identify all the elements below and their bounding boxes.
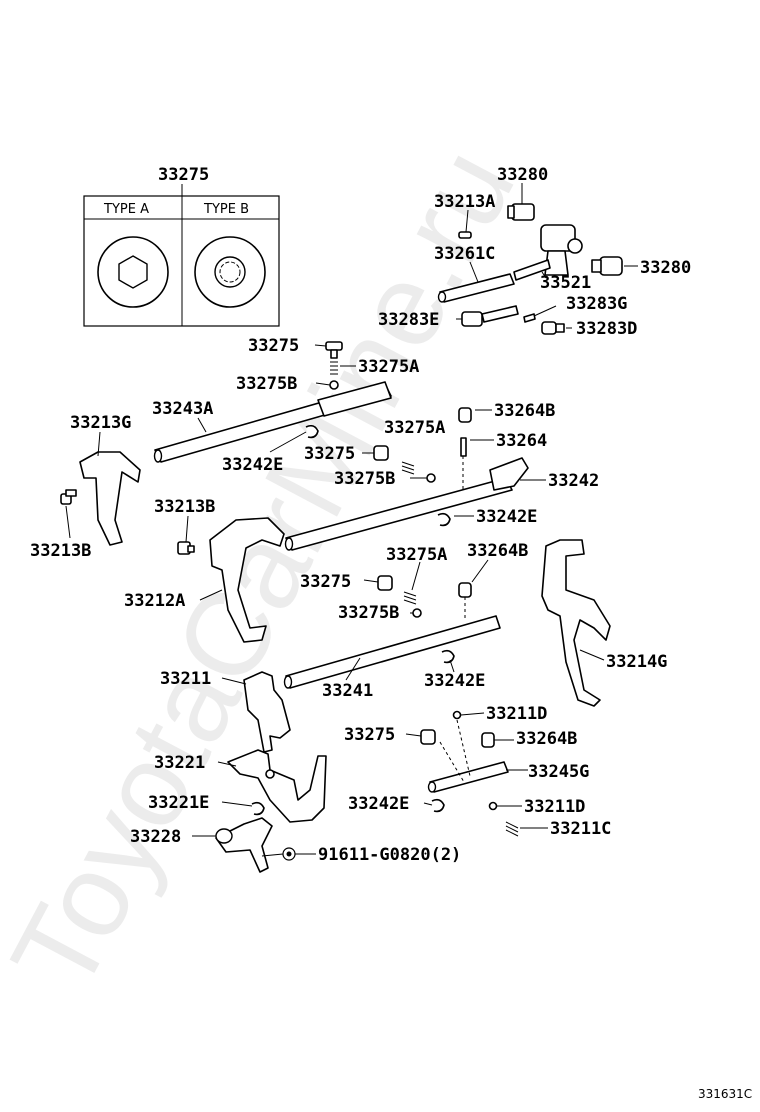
type-comparison-box: 33275 TYPE A TYPE B: [83, 165, 280, 327]
label-33264: 33264: [496, 431, 547, 451]
fork-33213G: [79, 451, 141, 546]
leader-lines: [65, 183, 638, 857]
snap-ring-33242E-low: [441, 649, 455, 664]
spring-33275A-mid: [401, 461, 415, 475]
type-box-part-number: 33275: [158, 165, 209, 185]
spring-33275A-top: [330, 361, 338, 375]
label-33243A: 33243A: [152, 399, 213, 419]
plug-33280-right: [591, 256, 623, 276]
bolt-33275-bottom: [420, 729, 436, 745]
label-33275B-mid: 33275B: [334, 469, 395, 489]
plug-33280-top: [507, 203, 535, 221]
spring-33275A-low: [403, 591, 417, 605]
label-33275A-mid: 33275A: [384, 418, 445, 438]
label-91611-G0820: 91611-G0820(2): [318, 845, 461, 865]
label-33275A-top: 33275A: [358, 357, 419, 377]
part-labels: 33280 33213A 33261C 33280 33521 33283G 3…: [30, 165, 691, 865]
label-33242E-mid: 33242E: [476, 507, 537, 527]
label-33275-top: 33275: [248, 336, 299, 356]
shaft-33242: [284, 457, 529, 551]
type-b-washer-icon: [194, 236, 266, 308]
label-33280-top: 33280: [497, 165, 548, 185]
label-33211D-bottom: 33211D: [524, 797, 585, 817]
shaft-33245G: [427, 761, 509, 793]
snap-ring-33242E-bottom: [431, 798, 445, 813]
ball-33211D-bottom: [488, 801, 498, 811]
label-33275-bottom: 33275: [344, 725, 395, 745]
label-33228: 33228: [130, 827, 181, 847]
spring-33211C: [505, 821, 519, 837]
label-33221: 33221: [154, 753, 205, 773]
label-33212A: 33212A: [124, 591, 185, 611]
label-33283D: 33283D: [576, 319, 637, 339]
shaft-33261C: [437, 273, 515, 303]
label-33214G: 33214G: [606, 652, 667, 672]
guide-line: [439, 741, 465, 783]
pin-33264: [460, 437, 467, 457]
snap-ring-33221E: [251, 801, 265, 816]
pin-33264B-top: [458, 407, 472, 423]
label-33264B-low: 33264B: [516, 729, 577, 749]
label-33211D-top: 33211D: [486, 704, 547, 724]
shaft-33241: [283, 615, 501, 689]
bolt-33213B-mid: [177, 541, 195, 555]
ball-33275B-low: [412, 608, 422, 618]
label-33275B-low: 33275B: [338, 603, 399, 623]
label-33211C: 33211C: [550, 819, 611, 839]
shaft-33243A: [153, 381, 392, 463]
pin-33264B-low: [481, 732, 495, 748]
label-33264B-top: 33264B: [494, 401, 555, 421]
label-33213G: 33213G: [70, 413, 131, 433]
bolt-33283D: [541, 321, 565, 335]
fork-33212A: [209, 517, 285, 643]
label-33221E: 33221E: [148, 793, 209, 813]
label-33280-right: 33280: [640, 258, 691, 278]
label-33283G: 33283G: [566, 294, 627, 314]
pin-33264B-mid: [458, 582, 472, 598]
bolt-marker-91611: [282, 847, 296, 861]
label-33264B-mid: 33264B: [467, 541, 528, 561]
label-33242: 33242: [548, 471, 599, 491]
type-b-label: TYPE B: [203, 202, 249, 217]
lever-33228: [215, 817, 273, 873]
label-33275-low: 33275: [300, 572, 351, 592]
snap-ring-33242E-mid: [437, 512, 451, 527]
shift-lever-housing: [513, 224, 583, 281]
label-33213B-left: 33213B: [30, 541, 91, 561]
lever-33211: [243, 671, 291, 753]
label-33261C: 33261C: [434, 244, 495, 264]
label-33211: 33211: [160, 669, 211, 689]
type-a-label: TYPE A: [103, 202, 149, 217]
figure-reference: 331631C: [698, 1087, 752, 1101]
snap-ring-33242E-top: [305, 424, 319, 439]
label-33275A-low: 33275A: [386, 545, 447, 565]
label-33241: 33241: [322, 681, 373, 701]
pin-33213A: [458, 231, 472, 239]
label-33213A: 33213A: [434, 192, 495, 212]
label-33242E-top: 33242E: [222, 455, 283, 475]
label-33521: 33521: [540, 273, 591, 293]
spring-33283G: [523, 313, 536, 323]
ball-33275B-mid: [426, 473, 436, 483]
ball-33211D-top: [452, 710, 462, 720]
ball-33275B-top: [329, 380, 339, 390]
label-33242E-low: 33242E: [424, 671, 485, 691]
bolt-33275-mid: [373, 445, 389, 461]
lever-33221: [227, 749, 327, 823]
label-33242E-bottom: 33242E: [348, 794, 409, 814]
label-33275B-top: 33275B: [236, 374, 297, 394]
type-a-washer-icon: [97, 236, 169, 308]
label-33275-mid: 33275: [304, 444, 355, 464]
fork-33214G: [541, 539, 611, 707]
label-33283E: 33283E: [378, 310, 439, 330]
bolt-33213B-left: [60, 489, 77, 505]
label-33213B-mid: 33213B: [154, 497, 215, 517]
label-33245G: 33245G: [528, 762, 589, 782]
guide-line: [456, 719, 471, 777]
bolt-33275-low: [377, 575, 393, 591]
